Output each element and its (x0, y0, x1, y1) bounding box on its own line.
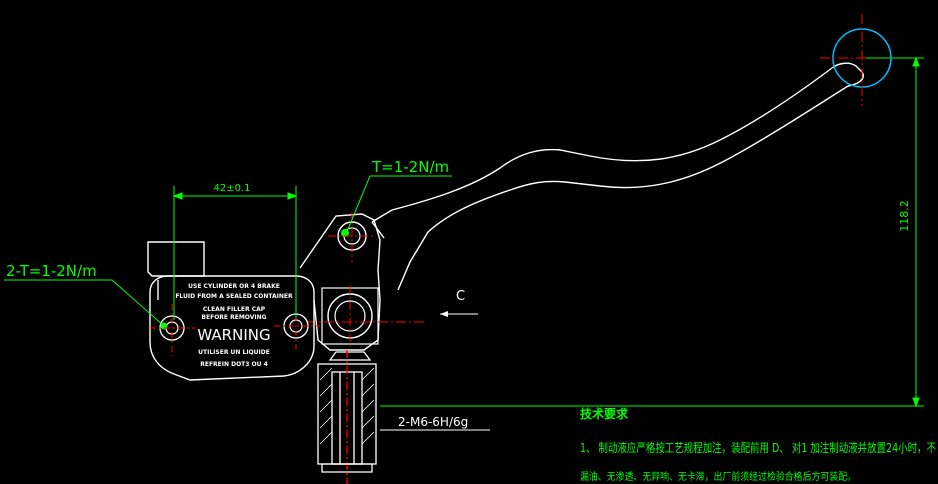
bottom-bolt-section (317, 350, 377, 484)
lever-arm (371, 62, 864, 291)
dimension-42 (172, 186, 298, 320)
view-c-arrow-head (440, 311, 448, 317)
plate-line5: UTILISER UN LIQUIDE (198, 349, 270, 356)
dim42-arrow-right (287, 192, 298, 200)
plate-line4: BEFORE REMOVING (201, 314, 266, 321)
warning-plate: USE CYLINDER OR 4 BRAKE FLUID FROM A SEA… (175, 283, 293, 368)
mount-hole-left (150, 304, 196, 356)
dim118-arrow-bottom (912, 397, 920, 408)
plate-line2: FLUID FROM A SEALED CONTAINER (175, 293, 293, 300)
torque-pivot-label: T=1-2N/m (371, 158, 449, 176)
dim42-arrow-left (172, 192, 183, 200)
lever-tip-circle (820, 14, 904, 106)
lever-arm-upper-edge (371, 67, 833, 223)
notes-line2: 漏油、无渗透、无异响、无卡滞，出厂前须经过检验合格后方可装配。 (580, 470, 856, 483)
torque-mount-leader (111, 279, 165, 327)
torque-pivot-leader (345, 175, 371, 235)
piston-bore (306, 286, 426, 346)
bottom-nut (321, 463, 373, 473)
thread-label: 2-M6-6H/6g (398, 415, 468, 429)
lever-arm-lower-edge (397, 85, 849, 291)
reservoir-plate-outline (149, 275, 315, 381)
bottom-bolt-head (328, 351, 372, 361)
bottom-hatch (319, 367, 375, 445)
pivot-body-outline (299, 213, 381, 351)
view-c-label: C (456, 289, 465, 304)
view-c-arrow (440, 311, 478, 317)
callout-torque-mount (4, 279, 165, 327)
dimension-118 (380, 56, 924, 408)
pivot-body-inner-line (371, 221, 385, 239)
plate-line3: CLEAN FILLER CAP (203, 306, 266, 313)
plate-line6: REFREIN DOT3 OU 4 (200, 361, 268, 368)
lever-body (299, 213, 385, 351)
dim-42-label: 42±0.1 (213, 183, 250, 194)
reservoir-body (147, 241, 315, 381)
plate-line1: USE CYLINDER OR 4 BRAKE (188, 283, 280, 290)
dim-118-label: 118.2 (898, 200, 911, 232)
lever-tip (831, 62, 864, 87)
plate-warning: WARNING (197, 326, 270, 344)
torque-mount-label: 2-T=1-2N/m (6, 262, 97, 280)
notes-line1: 1、 制动液应严格按工艺规程加注，装配前用 D、 对1 加注制动液并放置24小时… (580, 440, 936, 455)
dim118-arrow-top (912, 56, 920, 67)
mount-hole-right (274, 302, 320, 352)
callout-torque-pivot (345, 175, 452, 235)
reservoir-outline (147, 241, 205, 277)
notes-heading: 技术要求 (580, 406, 629, 421)
